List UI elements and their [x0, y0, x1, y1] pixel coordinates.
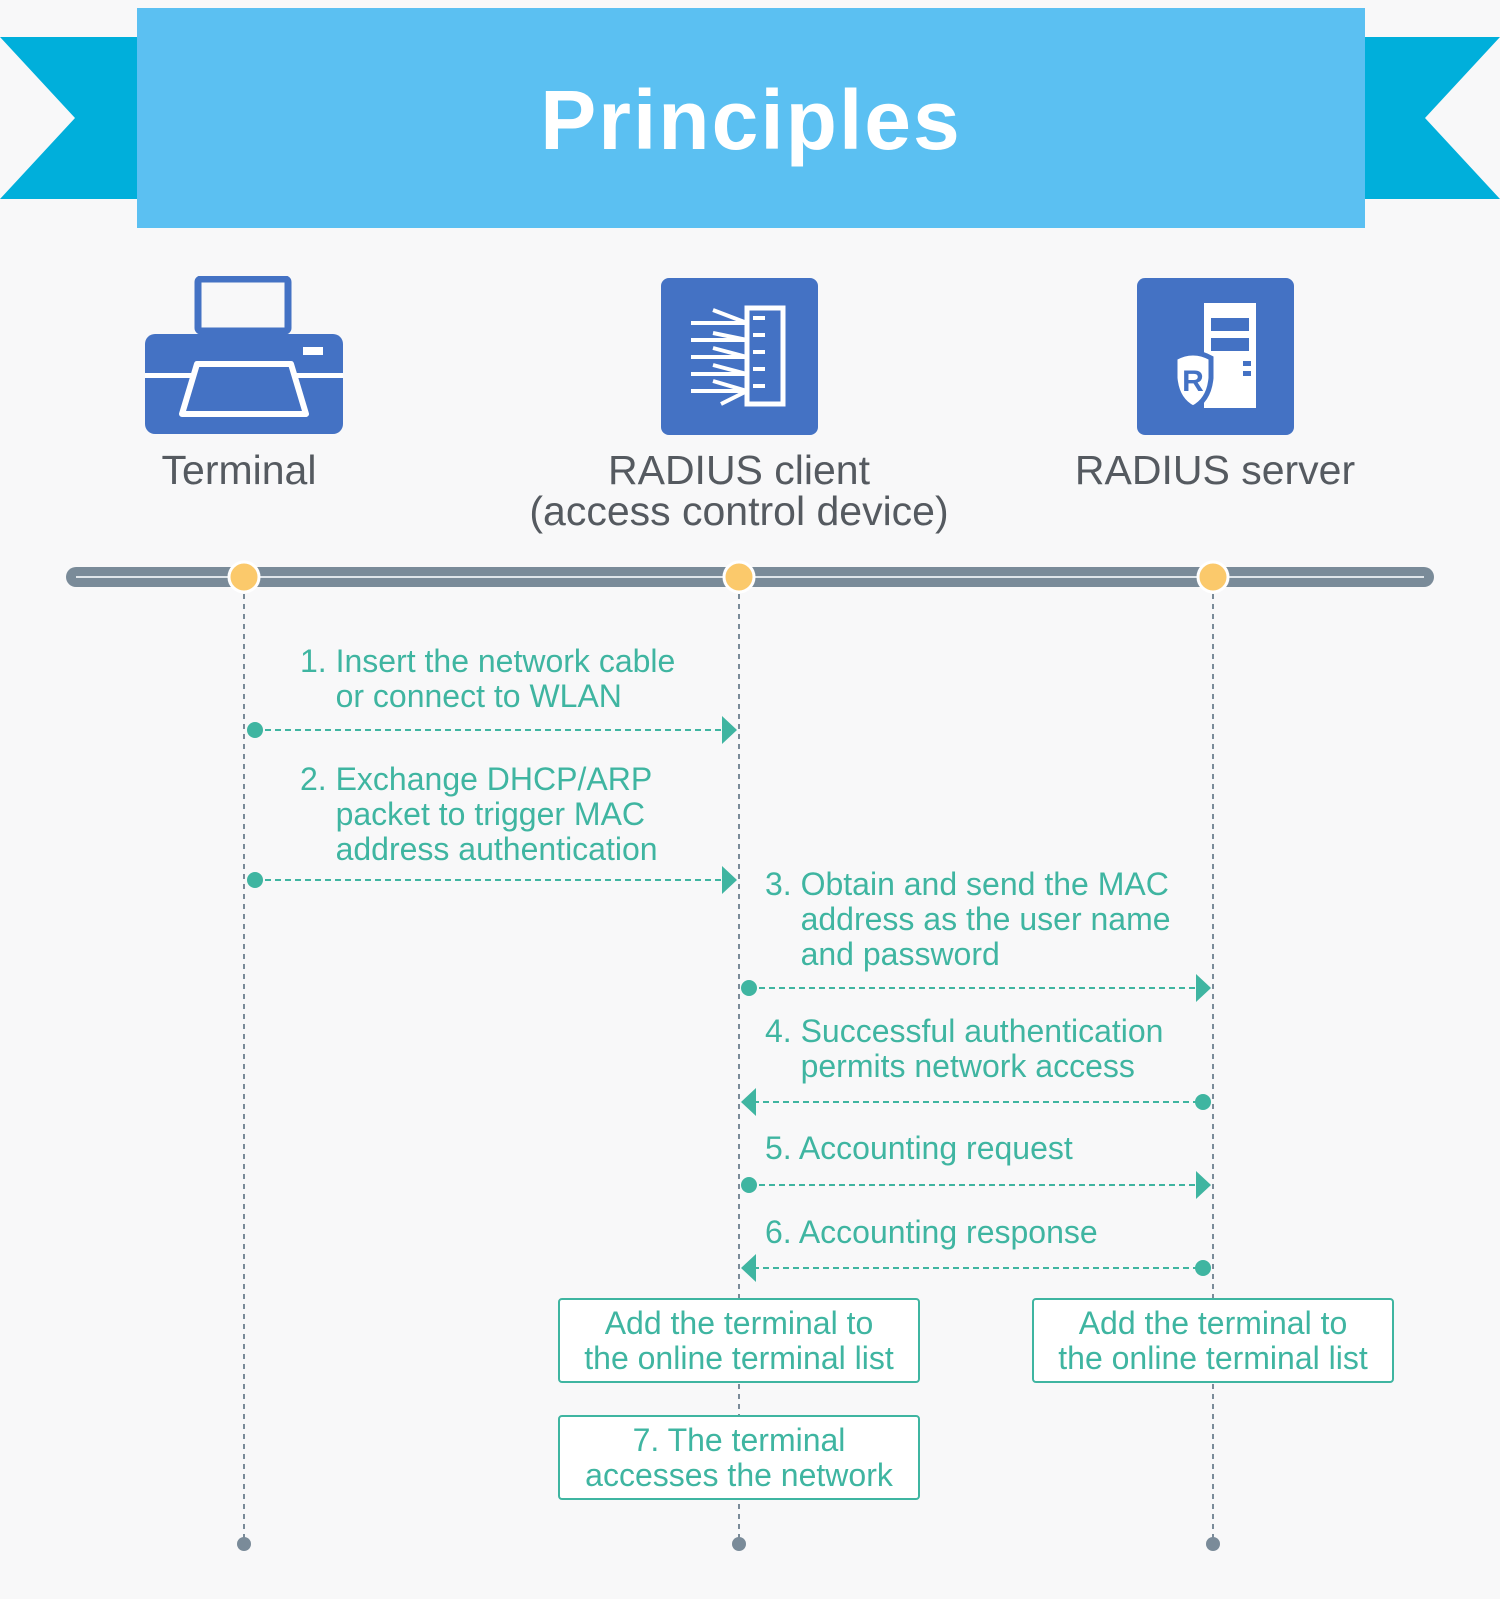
timeline-node-terminal [227, 560, 261, 594]
step-2-label: 2. Exchange DHCP/ARP packet to trigger M… [300, 761, 658, 867]
radius-server-icon-letter: R [1182, 365, 1204, 398]
ribbon-tail-right [1360, 37, 1500, 199]
lifeline-end-terminal [237, 1537, 251, 1551]
arrow-start-step-5 [741, 1177, 757, 1193]
step-6-label: 6. Accounting response [765, 1214, 1098, 1250]
actor-label-radius-server: RADIUS server [1074, 447, 1356, 493]
title-banner: Principles [137, 8, 1365, 228]
arrowhead-step-3 [1196, 974, 1211, 1002]
note-step-7-access: 7. The terminal accesses the network [558, 1415, 920, 1500]
lifeline-end-radius-client [732, 1537, 746, 1551]
arrow-start-step-3 [741, 980, 757, 996]
arrow-start-step-2 [247, 872, 263, 888]
printer-icon [145, 276, 343, 434]
note-server-online-list: Add the terminal to the online terminal … [1032, 1298, 1394, 1383]
arrowhead-step-4 [741, 1088, 756, 1116]
ribbon-tail-left [0, 37, 140, 199]
lifeline-end-radius-server [1206, 1537, 1220, 1551]
actor-label-terminal: Terminal [161, 447, 317, 493]
access-control-device-icon [661, 278, 818, 435]
arrowhead-step-6 [741, 1254, 756, 1282]
arrow-start-step-4 [1195, 1094, 1211, 1110]
page-title: Principles [540, 73, 962, 167]
timeline-node-radius-client [722, 560, 756, 594]
timeline-node-radius-server [1196, 560, 1230, 594]
banner-ribbon-tails [0, 37, 1500, 199]
arrowhead-step-5 [1196, 1171, 1211, 1199]
arrowhead-step-1 [722, 716, 737, 744]
step-1-label: 1. Insert the network cable or connect t… [300, 643, 676, 714]
radius-server-icon: R [1137, 278, 1294, 435]
step-4-label: 4. Successful authentication permits net… [765, 1013, 1164, 1084]
arrow-start-step-6 [1195, 1260, 1211, 1276]
step-5-label: 5. Accounting request [765, 1130, 1073, 1166]
arrowhead-step-2 [722, 866, 737, 894]
arrow-start-step-1 [247, 722, 263, 738]
note-client-online-list: Add the terminal to the online terminal … [558, 1298, 920, 1383]
actor-label-radius-client: RADIUS client (access control device) [529, 447, 949, 534]
step-3-label: 3. Obtain and send the MAC address as th… [765, 866, 1171, 972]
